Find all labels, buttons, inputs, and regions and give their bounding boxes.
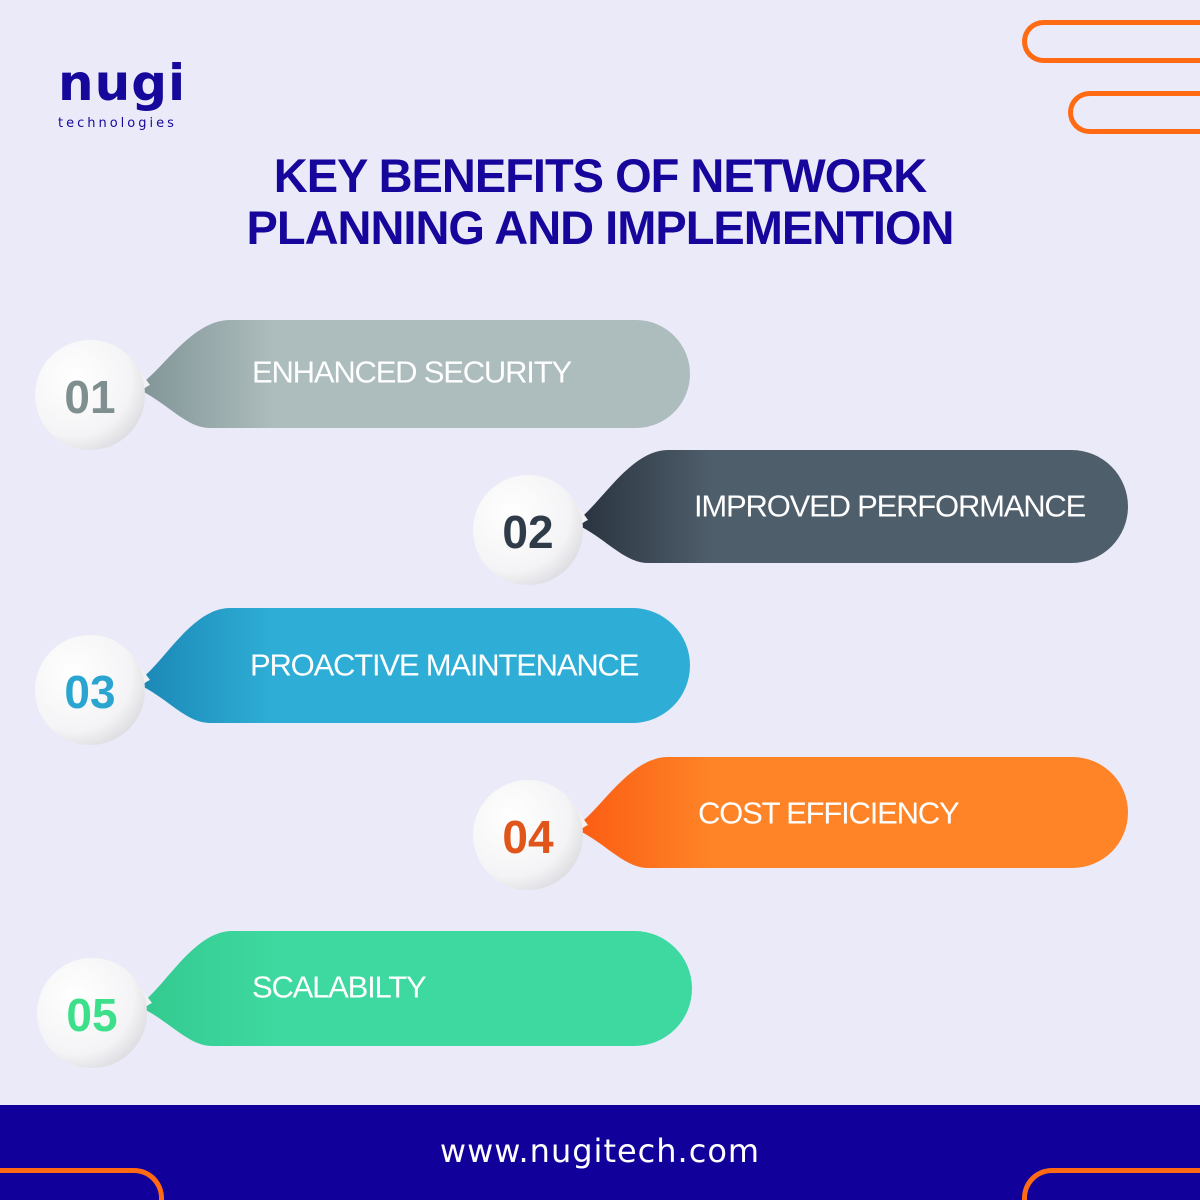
benefit-item-shape: [37, 931, 692, 1068]
benefit-number: 02: [502, 506, 554, 558]
title-line-1: KEY BENEFITS OF NETWORK: [273, 149, 927, 202]
logo-tagline: technologies: [58, 116, 177, 131]
benefit-item-shape: [35, 320, 690, 450]
benefit-label: COST EFFICIENCY: [698, 795, 960, 831]
number-bubble: [473, 780, 583, 890]
logo: nugi: [58, 54, 187, 112]
benefit-item-shape: [473, 450, 1128, 585]
benefit-pill: [573, 450, 1128, 563]
decor-pill-top-1: [1022, 20, 1200, 63]
benefit-pill: [573, 757, 1128, 868]
benefit-pill: [135, 320, 690, 428]
decor-pill-top-2: [1068, 91, 1200, 134]
title-line-2: PLANNING AND IMPLEMENTION: [246, 201, 955, 254]
decor-pill-bottom-left: [0, 1168, 164, 1200]
benefit-item-shape: [35, 608, 690, 745]
benefit-number: 05: [66, 989, 118, 1041]
number-bubble: [37, 958, 147, 1068]
number-bubble: [473, 475, 583, 585]
benefit-item-shape: [473, 757, 1128, 890]
benefit-label: PROACTIVE MAINTENANCE: [250, 647, 639, 683]
benefit-label: ENHANCED SECURITY: [252, 354, 572, 390]
benefit-pill: [137, 931, 692, 1046]
benefit-number: 01: [64, 371, 116, 423]
benefit-label: SCALABILTY: [252, 969, 427, 1005]
footer-bar: [0, 1105, 1200, 1200]
number-bubble: [35, 340, 145, 450]
benefit-label: IMPROVED PERFORMANCE: [694, 488, 1086, 524]
number-bubble: [35, 635, 145, 745]
decor-pill-bottom-right: [1022, 1168, 1200, 1200]
benefit-number: 03: [64, 666, 116, 718]
benefit-pill: [135, 608, 690, 723]
footer-url[interactable]: www.nugitech.com: [439, 1132, 761, 1170]
benefit-number: 04: [502, 811, 554, 863]
